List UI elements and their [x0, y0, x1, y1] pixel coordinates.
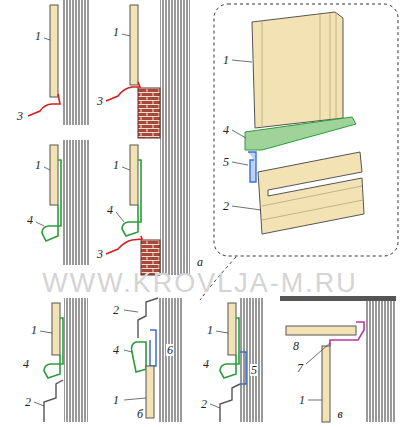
callout-number: 1: [112, 394, 120, 406]
figure-letter: а: [196, 256, 204, 268]
siding-panel: [252, 12, 343, 128]
siding-panel: [228, 303, 236, 355]
callout-number: 8: [292, 340, 300, 352]
callout-number: 2: [200, 398, 208, 410]
j-profile: [42, 160, 61, 241]
callout-number: 4: [222, 124, 230, 136]
callout-number: 1: [30, 324, 38, 336]
clip-profile: [248, 152, 256, 182]
starter-strip: [28, 94, 60, 116]
callout-number: 6: [166, 344, 174, 356]
callout-number: 1: [34, 159, 42, 171]
siding-panel: [50, 145, 58, 205]
callout-number: 2: [222, 200, 230, 212]
callout-number: 4: [22, 358, 30, 370]
j-profile: [122, 160, 141, 236]
figure-letter: б: [136, 408, 144, 420]
callout-number: 5: [250, 364, 258, 376]
clip-profile: [150, 330, 156, 366]
callout-number: 5: [222, 156, 230, 168]
callout-number: 4: [202, 358, 210, 370]
siding-panel: [138, 298, 158, 338]
callout-number: 3: [16, 110, 24, 122]
siding-panel: [146, 366, 154, 418]
siding-panel: [44, 380, 63, 422]
siding-panel: [130, 145, 138, 205]
j-profile: [220, 318, 239, 378]
callout-number: 1: [222, 54, 230, 66]
callout-number: 3: [96, 95, 104, 107]
soffit-panel: [286, 326, 356, 335]
siding-panel: [52, 303, 60, 355]
callout-number: 1: [112, 26, 120, 38]
callout-number: 4: [112, 344, 120, 356]
siding-panel: [322, 346, 330, 422]
callout-number: 1: [112, 159, 120, 171]
brick-base: [138, 88, 160, 138]
callout-number: 1: [34, 30, 42, 42]
siding-panel: [258, 152, 364, 234]
starter-strip: [106, 82, 140, 101]
j-profile: [44, 318, 63, 378]
j-profile: [245, 117, 356, 150]
detail-inset: [214, 4, 398, 256]
callout-number: 4: [106, 204, 114, 216]
siding-panel: [50, 5, 58, 97]
finish-profile: [330, 322, 364, 346]
callout-number: 3: [96, 248, 104, 260]
siding-panel: [220, 384, 240, 422]
figure-letter: в: [336, 408, 343, 420]
callout-number: 7: [296, 362, 304, 374]
callout-number: 1: [298, 394, 306, 406]
callout-number: 2: [24, 396, 32, 408]
callout-number: 1: [206, 324, 214, 336]
starter-strip: [106, 236, 142, 254]
callout-number: 2: [112, 304, 120, 316]
siding-panel: [130, 5, 138, 85]
clip-profile: [240, 352, 246, 384]
callout-number: 4: [26, 214, 34, 226]
watermark: WWW.KROVLJA-M.RU: [42, 268, 358, 299]
